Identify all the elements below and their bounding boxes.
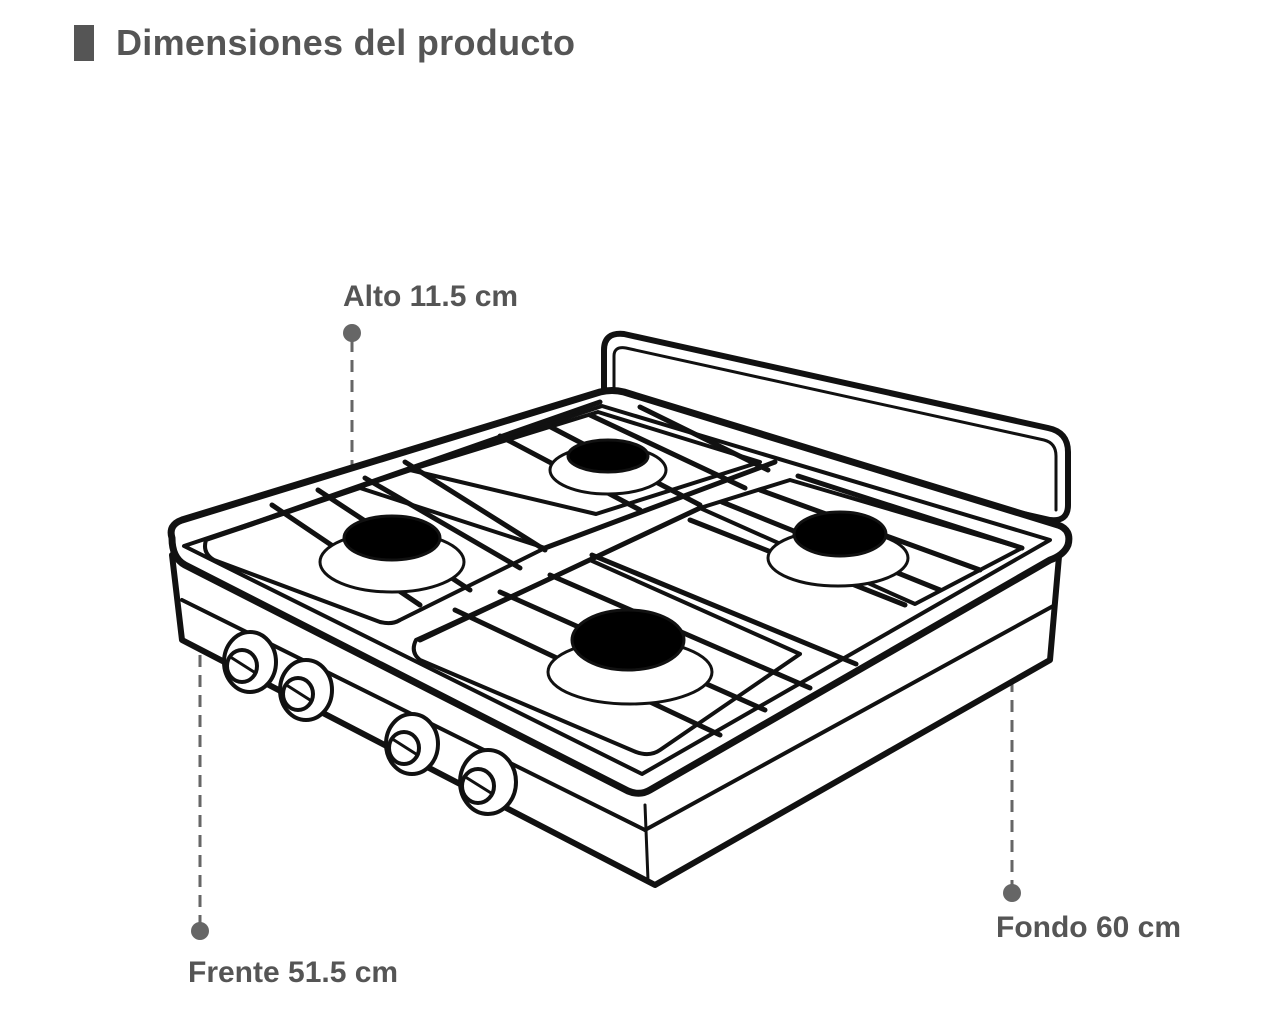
- grate-bar-8: [587, 412, 748, 491]
- grate-bar-18: [542, 459, 778, 551]
- burner-cap: [792, 510, 888, 558]
- grate-bar-1: [237, 399, 603, 531]
- burner-cap: [570, 608, 686, 672]
- backsplash-inner: [612, 346, 1058, 512]
- width-marker-dot: [191, 922, 209, 940]
- grate-bar-19: [417, 505, 703, 643]
- grate-bar-4: [362, 475, 523, 571]
- section-header: Dimensiones del producto: [74, 18, 575, 68]
- grate-bar-9: [637, 404, 771, 473]
- grate-bar-13: [589, 552, 859, 667]
- dimension-markers: [191, 324, 1021, 940]
- burner-cap: [566, 438, 650, 474]
- width-dimension-label: Frente 51.5 cm: [188, 956, 399, 989]
- depth-dimension-label: Fondo 60 cm: [996, 911, 1182, 944]
- height-marker-dot: [343, 324, 361, 342]
- burner-cap: [342, 514, 442, 562]
- base-right-edge: [643, 603, 1057, 832]
- backsplash-panel: [601, 330, 1071, 524]
- burner-right: [766, 510, 910, 588]
- control-knob-2: [278, 658, 334, 722]
- control-knob-1: [222, 630, 278, 694]
- control-knob-4: [458, 748, 518, 816]
- header-accent-bar: [74, 25, 94, 61]
- burner-back-center: [548, 438, 668, 496]
- grate-bar-5: [402, 459, 548, 553]
- dimension-lines: [198, 340, 1014, 925]
- page-title: Dimensiones del producto: [116, 22, 576, 63]
- depth-marker-dot: [1003, 884, 1021, 902]
- burner-back-left: [318, 514, 466, 594]
- control-knob-3: [384, 712, 440, 776]
- grate-bar-17: [795, 473, 1025, 551]
- height-dimension-label: Alto 11.5 cm: [343, 280, 519, 313]
- base-corner-line: [643, 803, 650, 882]
- stove-drawing: [167, 330, 1073, 888]
- burner-front-center: [546, 608, 714, 706]
